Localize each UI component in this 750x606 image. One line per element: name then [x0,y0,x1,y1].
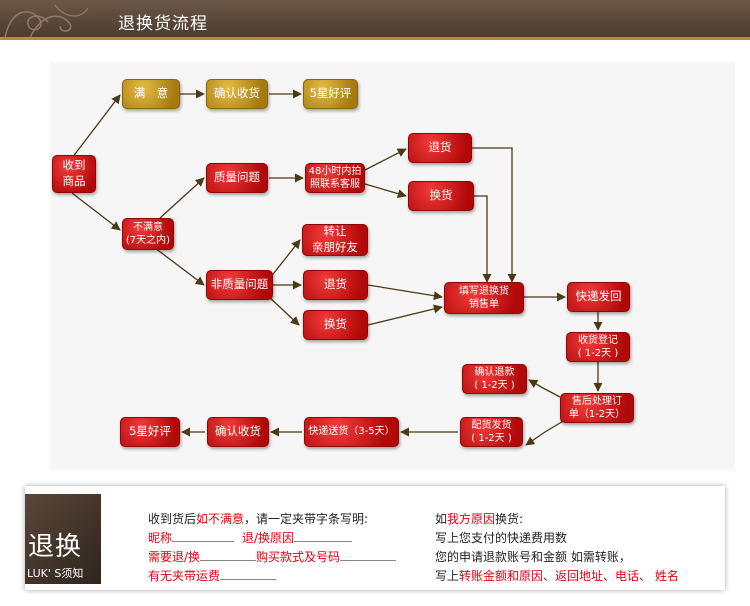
left-l1-c: ，请一定夹带字条写明: [244,512,369,526]
node-fill-form: 填写退换货销售单 [444,282,524,314]
node-refund-bottom: 退货 [303,270,368,300]
notice-left-line2: 昵称 退/换原因 [148,529,353,546]
arrow-aftersale-refund [528,379,561,398]
left-l3-a: 需要退/换 [148,550,201,564]
node-five-star-bottom: 5星好评 [120,417,180,447]
notice-right-line2: 写上您支付的快递费用数 [435,531,568,545]
receive-goods-line1: 收到 [62,158,86,173]
node-receipt-register: 收货登记 ( 1-2天 ) [566,332,630,362]
node-satisfied: 满 意 [122,79,180,109]
right-l1-b: 我方原因 [447,512,496,526]
notice-panel: 退换 LUK' S须知 收到货后如不满意，请一定夹带字条写明: 昵称退/换原因 … [25,486,725,590]
ornament-icon [4,4,89,39]
node-refund-top: 退货 [408,133,472,163]
left-l2-b: 退/换原因 [242,531,295,545]
arrow-unsatisfied-quality [159,177,205,219]
node-contact-service: 48小时内拍照联系客服 [305,163,365,193]
contact-line2: 照联系客服 [309,179,360,190]
notice-left-line4: 有无夹带运费 [148,567,277,584]
node-express-delivery: 快递送货（3-5天） [304,417,399,447]
node-quality-issue: 质量问题 [206,163,268,193]
after-sale-line2: 单（1-2天） [568,409,626,420]
notice-side-subtitle: LUK' S须知 [27,567,84,580]
header-divider [0,37,750,40]
notice-left-line3: 需要退/换 购买款式及号码 [148,548,397,565]
fill-form-line2: 销售单 [469,299,499,310]
left-l1-b: 如不满意 [196,512,245,526]
unsatisfied-line2: (7天之内) [125,235,171,246]
confirm-refund-line2: ( 1-2天 ) [474,380,515,391]
arrow-unsatisfied-nonquality [154,247,205,286]
node-gift-friends: 转让亲朋好友 [302,224,368,256]
arrow-contact-refund [364,148,407,171]
contact-line1: 48小时内拍 [308,165,362,177]
gift-line1: 转让 [323,224,347,239]
right-l1-a: 如 [435,512,448,526]
blank-line [172,529,235,542]
notice-side-banner: 退换 LUK' S须知 [25,494,101,584]
blank-line [200,548,257,561]
node-ship-goods: 配货发货 ( 1-2天 ) [460,417,523,447]
ship-line1: 配货发货 [471,419,512,431]
register-line1: 收货登记 [578,334,618,346]
arrow-refund1-form [472,147,517,283]
notice-right-line3: 您的申请退款账号和金额 如需转账， [435,550,631,564]
node-confirm-receipt-top: 确认收货 [206,79,268,109]
arrow-nonquality-gift [269,239,301,279]
node-confirm-refund: 确认退款 ( 1-2天 ) [462,364,527,394]
node-non-quality-issue: 非质量问题 [206,270,273,300]
node-five-star-top: 5星好评 [303,79,358,109]
blank-line [220,567,277,580]
node-after-sale: 售后处理订单（1-2天） [560,393,634,423]
notice-left-line1: 收到货后如不满意，请一定夹带字条写明: [148,510,368,527]
ship-line2: ( 1-2天 ) [471,433,512,444]
notice-side-title: 退换 [28,532,83,562]
arrow-exchange2-form [367,304,443,326]
node-confirm-receipt-bottom: 确认收货 [207,417,269,447]
fill-form-line1: 填写退换货 [459,285,509,297]
confirm-refund-line1: 确认退款 [474,366,515,378]
left-l1-a: 收到货后 [148,512,197,526]
arrow-refund2-form [367,284,443,301]
gift-line2: 亲朋好友 [312,240,358,254]
node-express-return: 快递发回 [567,282,630,312]
page-title: 退换货流程 [118,14,208,34]
after-sale-line1: 售后处理订 [572,395,622,407]
right-l1-c: 换货: [495,512,524,526]
arrow-receive-satisfied [71,94,121,159]
notice-right-line1: 如我方原因换货: [435,510,523,527]
receive-goods-line2: 商品 [62,174,86,188]
left-l4-a: 有无夹带运费 [148,569,221,583]
node-exchange-bottom: 换货 [303,310,368,340]
arrow-exchange1-form [474,195,492,283]
node-exchange-top: 换货 [408,181,474,211]
node-receive-goods: 收到商品 [52,155,96,193]
node-unsatisfied: 不满意 (7天之内) [122,218,174,250]
right-l4-a: 写上 [435,569,460,583]
blank-line [340,548,397,561]
arrow-contact-exchange [364,183,407,199]
left-l2-a: 昵称 [148,531,173,545]
register-line2: ( 1-2天 ) [577,348,619,359]
notice-right-line4: 写上转账金额和原因、返回地址、电话、 姓名 [435,567,679,584]
header-bar: 退换货流程 [0,0,750,40]
arrow-receive-unsatisfied [71,192,121,231]
left-l3-b: 购买款式及号码 [256,550,341,564]
blank-line [294,529,353,542]
unsatisfied-line1: 不满意 [132,221,163,233]
arrow-nonquality-exchange [267,295,300,326]
right-l4-b: 转账金额和原因、返回地址、电话、 姓名 [459,569,679,583]
